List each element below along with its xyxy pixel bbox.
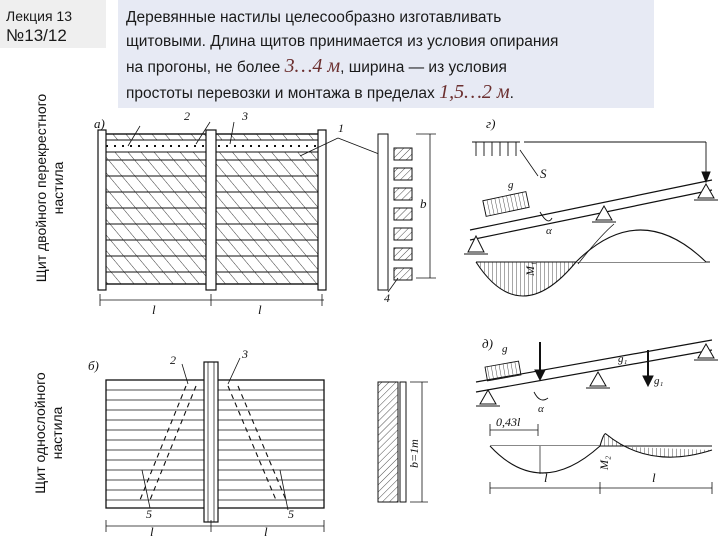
header-line-3-post: , ширина — из условия	[340, 59, 507, 76]
figure-g-tag: г)	[486, 116, 495, 131]
header-line-4-post: .	[509, 85, 514, 102]
callout-b-2: 2	[170, 353, 176, 367]
lecture-title: Лекция 13	[6, 8, 72, 24]
span-d-right: l	[652, 470, 656, 485]
callout-b-3: 3	[241, 347, 248, 361]
dim-a-b: b	[420, 196, 427, 211]
figure-d-tag: д)	[482, 336, 493, 351]
callout-a-4: 4	[384, 291, 390, 305]
figure-a: а) 2 3 1 l	[94, 109, 436, 317]
length-range: 3…4 м	[284, 55, 341, 77]
span-d-left: l	[544, 470, 548, 485]
header-line-3: на прогоны, не более 3…4 м, ширина — из …	[126, 54, 652, 80]
header-line-4: простоты перевозки и монтажа в пределах …	[126, 80, 652, 106]
label-g-g: g	[508, 179, 514, 191]
span-a-right: l	[258, 302, 262, 317]
header-line-1: Деревянные настилы целесообразно изготав…	[126, 9, 502, 26]
span-b-right: l	[264, 524, 268, 539]
width-range: 1,5…2 м	[439, 81, 510, 103]
header-line-3-pre: на прогоны, не более	[126, 59, 285, 76]
figure-d: д) g g₁ g₁ α 0,43l M₂	[475, 336, 718, 494]
label-d-M2: M₂	[597, 456, 611, 471]
header-text: Деревянные настилы целесообразно изготав…	[126, 6, 652, 106]
label-d-g1-upper: g₁	[618, 353, 628, 365]
callout-b-5-left: 5	[146, 507, 152, 521]
label-d-g: g	[502, 343, 508, 355]
callout-a-1: 1	[338, 121, 344, 135]
lecture-label: Лекция 13 №13/12	[6, 7, 72, 45]
dim-b-width: b=1m	[407, 439, 421, 468]
figure-b: б) 2 3	[88, 347, 428, 539]
header-line-2: щитовыми. Длина щитов принимается из усл…	[126, 33, 559, 50]
callout-b-5-right: 5	[288, 507, 294, 521]
figure-b-tag: б)	[88, 358, 99, 373]
label-g-M1: M₁	[523, 262, 537, 277]
label-d-g1-right: g₁	[654, 375, 664, 387]
span-a-left: l	[152, 302, 156, 317]
lecture-box: Лекция 13 №13/12	[0, 0, 106, 48]
label-g-S: S	[540, 166, 547, 181]
figure-a-tag: а)	[94, 116, 105, 131]
single-panel-label-box	[20, 334, 78, 532]
label-d-alpha: α	[538, 403, 544, 415]
dim-d-043l: 0,43l	[496, 415, 521, 429]
lecture-number: №13/12	[6, 26, 67, 45]
span-b-left: l	[150, 524, 154, 539]
header-line-4-pre: простоты перевозки и монтажа в пределах	[126, 85, 440, 102]
figure-g: г) S g α	[464, 116, 718, 297]
callout-a-2: 2	[184, 109, 190, 123]
label-g-alpha: α	[546, 225, 552, 237]
callout-a-3: 3	[241, 109, 248, 123]
header-box: Деревянные настилы целесообразно изготав…	[118, 0, 654, 108]
cross-panel-label-box	[20, 56, 78, 312]
